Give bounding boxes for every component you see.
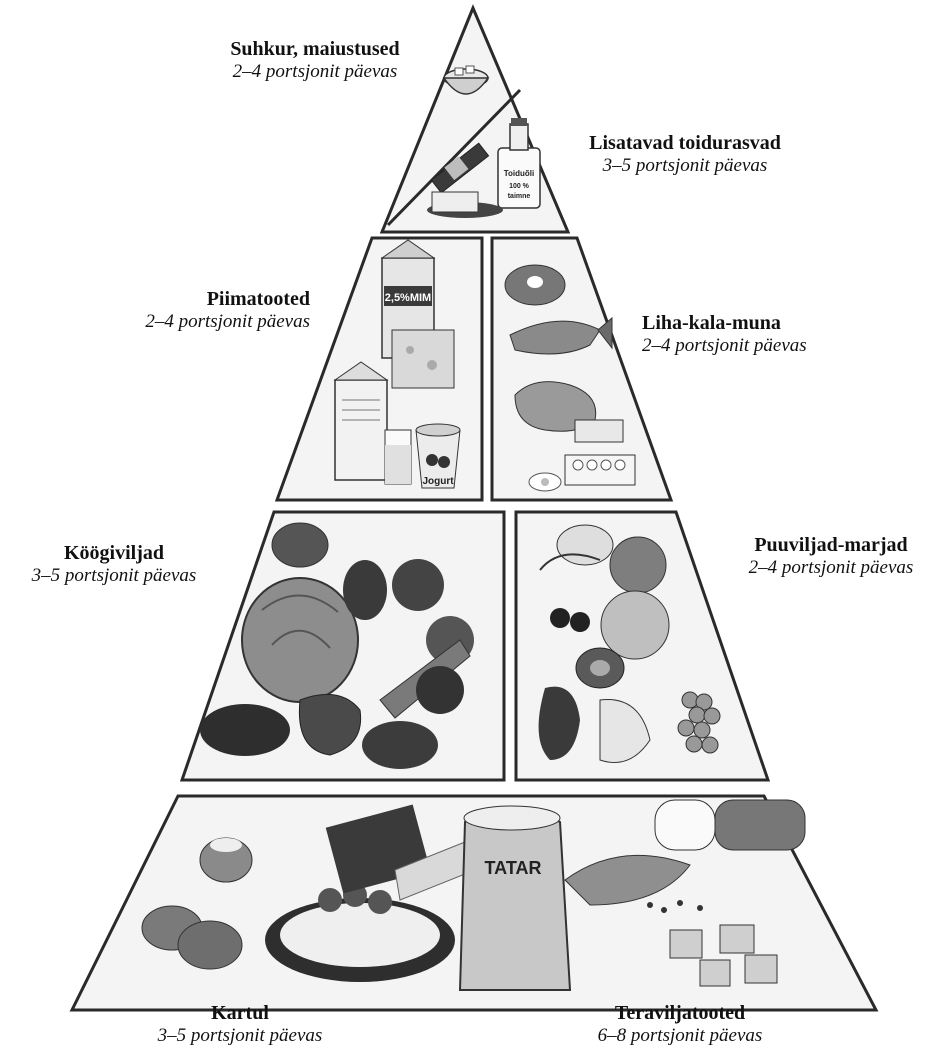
label-fruits: Puuviljad-marjad 2–4 portsjonit päevas [718,534,944,579]
label-sugar-servings: 2–4 portsjonit päevas [232,61,398,82]
oil-sub-label-1: 100 % [509,183,530,190]
oil-label: Toiduõli [504,169,535,178]
fruits-illustration [538,524,721,763]
label-vegetables-servings: 3–5 portsjonit päevas [31,565,197,586]
dairy-illustration: 2,5%MIM Jogurt [333,239,461,489]
label-fats-servings: 3–5 portsjonit päevas [602,155,768,176]
tier-3 [179,510,771,782]
label-grains-title: Teraviljatooted [614,1002,746,1024]
oil-bottle-illustration: Toiduõli 100 % taimne [497,118,541,209]
label-fruits-title: Puuviljad-marjad [754,534,908,556]
oil-sub-label-2: taimne [508,193,531,200]
tier-2: 2,5%MIM Jogurt [274,236,674,502]
flour-brand-label: TATAR [485,858,542,878]
milk-brand-label: 2,5%MIM [385,292,431,304]
label-fats-title: Lisatavad toidurasvad [589,132,781,154]
label-dairy-title: Piimatooted [206,288,310,310]
label-meat-servings: 2–4 portsjonit päevas [642,335,807,356]
grapes [677,691,721,754]
label-meat-title: Liha-kala-muna [642,312,781,334]
butter-illustration [427,191,503,218]
label-potato-servings: 3–5 portsjonit päevas [157,1025,323,1046]
label-fats: Lisatavad toidurasvad 3–5 portsjonit päe… [555,132,815,177]
label-grains: Teraviljatooted 6–8 portsjonit päevas [560,1002,800,1047]
potato-illustration [141,837,253,970]
flour-sack-illustration: TATAR [458,805,572,991]
yogurt-label: Jogurt [422,476,454,487]
sugar-bowl-illustration [442,65,490,95]
label-grains-servings: 6–8 portsjonit päevas [597,1025,763,1046]
label-vegetables-title: Köögiviljad [63,542,164,564]
label-sugar-title: Suhkur, maiustused [230,38,400,60]
label-sugar: Suhkur, maiustused 2–4 portsjonit päevas [195,38,435,83]
label-dairy-servings: 2–4 portsjonit päevas [145,311,310,332]
bread-illustration [564,799,806,906]
meat-illustration [504,264,636,492]
vegetables-illustration [200,522,474,769]
candy-bar-illustration [430,142,490,194]
label-fruits-servings: 2–4 portsjonit päevas [748,557,914,578]
tier-base: TATAR [69,794,879,1012]
label-dairy: Piimatooted 2–4 portsjonit päevas [90,288,310,333]
apex-divider [386,88,522,227]
apex-tier: Toiduõli 100 % taimne [379,4,571,234]
label-meat: Liha-kala-muna 2–4 portsjonit päevas [642,312,872,357]
grain-and-crackers-illustration [647,900,778,987]
label-vegetables: Köögiviljad 3–5 portsjonit päevas [0,542,228,587]
pasta-illustration [265,804,476,982]
label-potato: Kartul 3–5 portsjonit päevas [120,1002,360,1047]
label-potato-title: Kartul [211,1002,269,1024]
